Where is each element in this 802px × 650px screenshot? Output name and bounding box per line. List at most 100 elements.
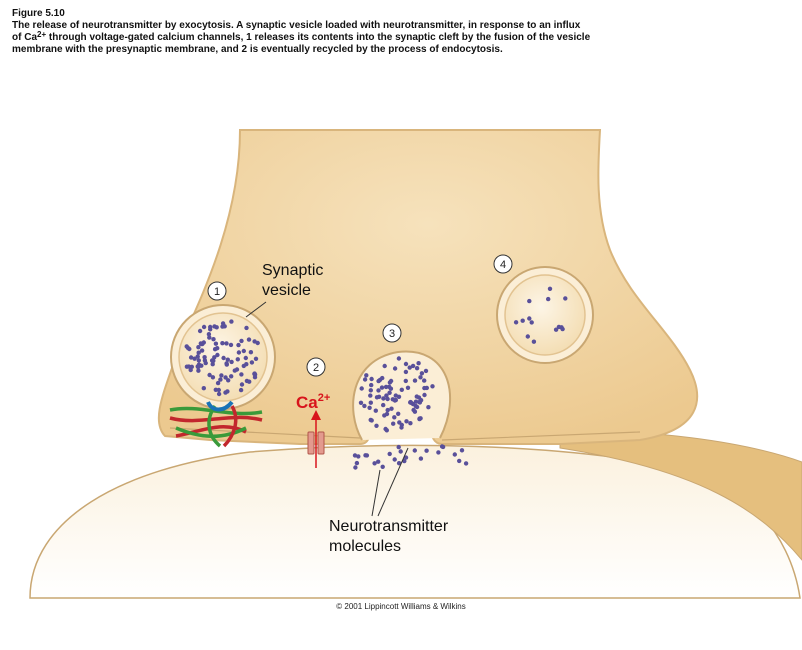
neurotransmitter-dot [368,393,373,398]
neurotransmitter-dot [219,373,224,378]
neurotransmitter-dot [201,386,206,391]
neurotransmitter-dot [396,444,401,450]
neurotransmitter-dot [408,399,413,405]
neurotransmitter-dot [388,378,394,384]
neurotransmitter-leaders [371,447,409,517]
neurotransmitter-dot [354,460,360,466]
neurotransmitter-dot [403,361,409,367]
step-marker-4: 4 [493,254,513,274]
neurotransmitter-dot [368,400,373,405]
caption-ca: of Ca [12,32,37,43]
neurotransmitter-dot [214,325,219,330]
neurotransmitter-dot [201,324,207,330]
neurotransmitter-dot [369,382,374,388]
neurotransmitter-dot [220,321,226,326]
neurotransmitter-dot [403,455,409,460]
neurotransmitter-dot [457,458,462,464]
neurotransmitter-dot [399,387,404,392]
calcium-ion-label: Ca2+ [296,392,330,412]
neurotransmitter-dot [396,356,402,361]
neurotransmitter-dot [405,385,411,390]
neurotransmitter-dot [358,400,364,405]
neurotransmitter-dot [525,334,530,339]
neurotransmitter-dot [243,355,248,361]
neurotransmitter-dot [419,371,425,376]
neurotransmitter-dot [527,298,532,304]
neurotransmitter-dot [207,335,212,340]
neurotransmitter-dot [210,375,216,380]
neurotransmitter-dot [362,377,368,382]
neurotransmitter-dot [414,404,420,410]
neurotransmitter-dot [381,396,386,401]
vesicle-1-neurotransmitter [184,319,260,397]
neurotransmitter-dot [388,386,394,391]
vesicle-1 [170,304,276,410]
calcium-ion-charge: 2+ [318,392,331,404]
neurotransmitter-dot [376,459,381,464]
neurotransmitter-dot [411,407,416,413]
neurotransmitter-dot [216,391,222,397]
neurotransmitter-dot [353,465,358,470]
neurotransmitter-dot [412,378,418,383]
neurotransmitter-dot [560,326,565,332]
neurotransmitter-dot [392,457,397,462]
neurotransmitter-dot [202,355,207,360]
neurotransmitter-dot [232,368,237,373]
neurotransmitter-dot [184,364,190,369]
released-neurotransmitter [352,444,469,470]
neurotransmitter-dot [215,352,220,358]
neurotransmitter-dot [531,339,537,344]
neurotransmitter-dot [374,423,379,428]
neurotransmitter-dot [513,320,519,325]
neurotransmitter-dot [459,448,465,453]
svg-text:1: 1 [214,286,220,298]
neurotransmitter-dot [199,348,205,353]
neurotransmitter-dot [376,388,381,393]
neurotransmitter-dot [380,375,385,381]
caption-line-3: membrane with the presynaptic membrane, … [12,44,503,55]
neurotransmitter-dot [223,375,228,380]
neurotransmitter-dot [225,389,230,394]
neurotransmitter-dot [527,316,532,321]
neurotransmitter-dot [384,411,390,417]
neurotransmitter-dot [369,418,374,423]
neurotransmitter-dot [385,396,390,402]
step-marker-1: 1 [207,281,227,301]
neurotransmitter-dot [410,363,416,369]
neurotransmitter-dot [188,355,194,360]
neurotransmitter-dot [389,406,394,411]
neurotransmitter-dot [198,341,203,346]
neurotransmitter-dot [235,357,240,362]
calcium-channel [307,431,325,455]
neurotransmitter-dot [452,452,457,457]
neurotransmitter-dot [423,368,429,374]
neurotransmitter-dot [197,328,203,334]
neurotransmitter-dot [225,357,230,362]
neurotransmitter-dot [236,350,242,355]
neurotransmitter-dot [212,347,218,352]
neurotransmitter-dot [418,375,423,380]
neurotransmitter-dot [352,453,358,458]
neurotransmitter-dot [440,444,446,450]
neurotransmitter-dot [195,354,200,359]
neurotransmitter-dot [396,461,402,466]
neurotransmitter-dot [384,393,389,398]
vesicle-3-fusing [352,350,452,441]
neurotransmitter-dot [417,399,422,405]
neurotransmitter-dot [196,358,201,363]
neurotransmitter-dot [239,372,244,377]
neurotransmitter-dot [436,450,441,455]
neurotransmitter-dot [422,378,427,383]
neurotransmitter-dot [213,341,219,346]
neurotransmitter-dot [374,395,380,400]
neurotransmitter-dot [424,448,429,453]
neurotransmitter-dot [218,377,223,382]
neurotransmitter-dot [379,385,385,390]
neurotransmitter-dot [398,449,403,454]
neurotransmitter-dot [387,451,392,457]
neurotransmitter-dot [224,341,229,346]
neurotransmitter-dot [253,356,259,361]
neurotransmitter-dot [252,375,258,380]
neurotransmitter-dot [189,364,194,369]
